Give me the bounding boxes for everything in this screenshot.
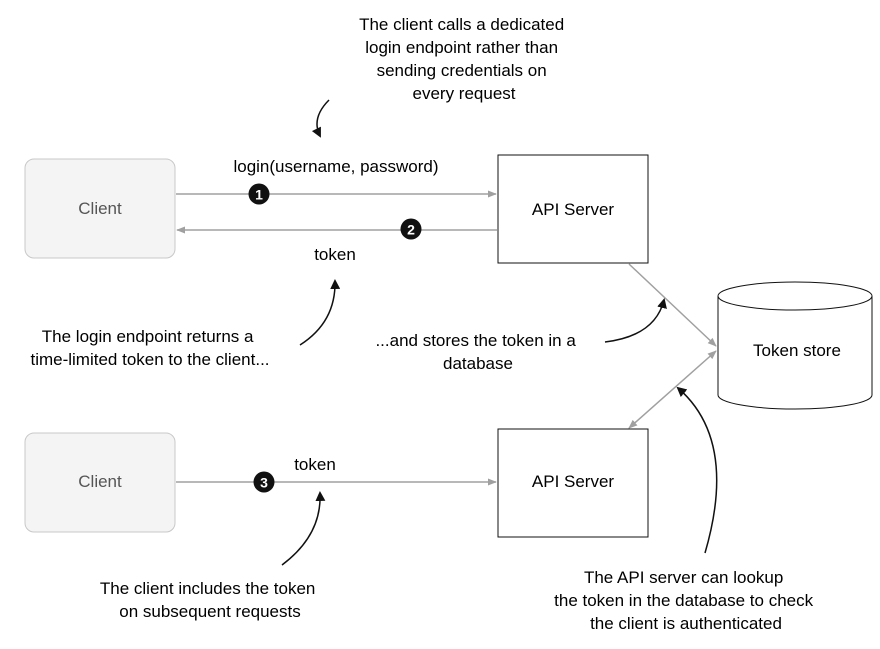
annotation-lookup-token-pointer: [676, 386, 718, 554]
api-server-bottom-label: API Server: [532, 472, 615, 491]
token-request-label: token: [294, 455, 336, 474]
step-badge-3: 3: [253, 471, 275, 493]
annotation-login-endpoint-pointer: [311, 99, 330, 138]
annotation-includes-token-pointer: [281, 491, 326, 566]
annotation-returns-token-pointer: [299, 279, 341, 346]
client-top-label: Client: [78, 199, 122, 218]
lookup-token-arrow: [628, 350, 717, 429]
annotation-stores-token-pointer: [604, 298, 667, 343]
annotation-lookup-token: The API server can lookup the token in t…: [554, 568, 818, 633]
annotation-returns-token: The login endpoint returns a time-limite…: [30, 327, 269, 369]
token-store-cylinder: [717, 281, 873, 410]
svg-text:2: 2: [407, 222, 415, 238]
svg-text:1: 1: [255, 187, 263, 203]
api-server-bottom-box: [497, 428, 649, 538]
login-call-label: login(username, password): [233, 157, 438, 176]
annotation-stores-token: ...and stores the token in a database: [375, 331, 580, 373]
annotation-login-endpoint: The client calls a dedicated login endpo…: [359, 15, 569, 103]
token-response-label: token: [314, 245, 356, 264]
token-store-label: Token store: [753, 341, 841, 360]
api-server-top-box: [497, 154, 649, 264]
client-bottom-label: Client: [78, 472, 122, 491]
annotation-includes-token: The client includes the token on subsequ…: [100, 579, 320, 621]
client-bottom-box: [24, 432, 176, 533]
api-server-top-label: API Server: [532, 200, 615, 219]
step-badge-2: 2: [400, 218, 422, 240]
client-top-box: [24, 158, 176, 259]
store-token-arrow: [628, 263, 717, 347]
svg-text:3: 3: [260, 475, 268, 491]
step-badge-1: 1: [248, 183, 270, 205]
